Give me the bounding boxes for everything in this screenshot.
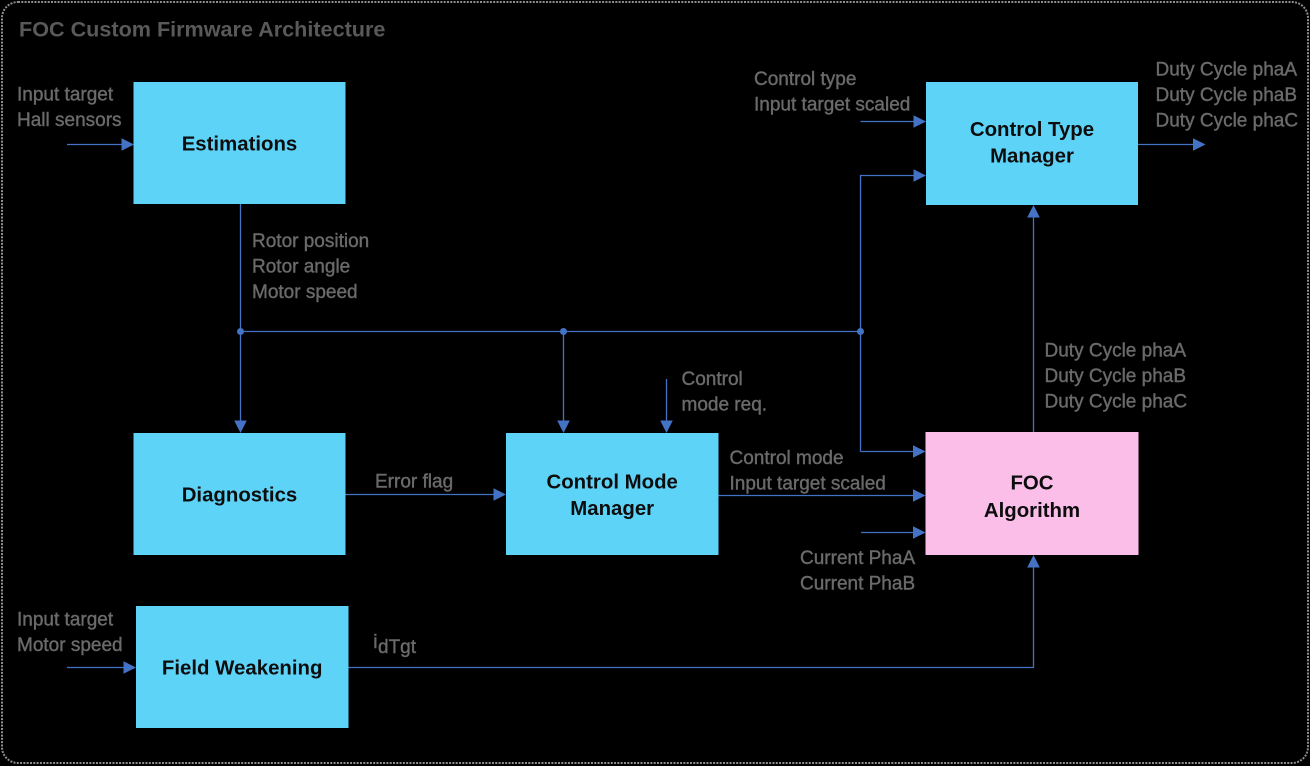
svg-text:i: i — [373, 632, 377, 653]
svg-text:Rotor angle: Rotor angle — [252, 256, 350, 277]
svg-text:Control Mode: Control Mode — [547, 472, 678, 494]
svg-text:Manager: Manager — [570, 498, 654, 520]
svg-text:Control Type: Control Type — [970, 119, 1094, 141]
svg-text:Current PhaB: Current PhaB — [800, 573, 915, 594]
svg-text:Input target: Input target — [17, 610, 114, 631]
svg-text:Duty Cycle phaB: Duty Cycle phaB — [1045, 366, 1187, 387]
svg-text:Rotor position: Rotor position — [252, 231, 369, 252]
svg-text:Field Weakening: Field Weakening — [162, 658, 323, 680]
svg-text:mode req.: mode req. — [682, 395, 768, 416]
svg-text:Manager: Manager — [990, 146, 1074, 168]
svg-text:Duty Cycle phaC: Duty Cycle phaC — [1156, 110, 1299, 131]
svg-text:Input target scaled: Input target scaled — [730, 473, 886, 494]
svg-text:Hall sensors: Hall sensors — [17, 110, 122, 131]
svg-text:Duty Cycle phaB: Duty Cycle phaB — [1156, 85, 1298, 106]
svg-text:Error flag: Error flag — [375, 472, 453, 493]
svg-text:Current PhaA: Current PhaA — [800, 548, 915, 569]
svg-text:Input target: Input target — [17, 84, 114, 105]
svg-text:Control: Control — [682, 369, 743, 390]
svg-text:FOC Custom Firmware Architectu: FOC Custom Firmware Architecture — [19, 17, 385, 42]
svg-text:Duty Cycle phaC: Duty Cycle phaC — [1045, 391, 1188, 412]
svg-text:Motor speed: Motor speed — [252, 282, 358, 303]
svg-text:Control type: Control type — [754, 69, 856, 90]
svg-text:Control mode: Control mode — [730, 448, 844, 469]
svg-text:Duty Cycle phaA: Duty Cycle phaA — [1156, 59, 1298, 80]
svg-text:Diagnostics: Diagnostics — [182, 485, 298, 507]
svg-text:Duty Cycle phaA: Duty Cycle phaA — [1045, 340, 1187, 361]
svg-text:Algorithm: Algorithm — [984, 500, 1080, 522]
svg-text:Input target scaled: Input target scaled — [754, 95, 910, 116]
svg-text:Motor speed: Motor speed — [17, 635, 123, 656]
svg-text:dTgt: dTgt — [378, 637, 417, 658]
svg-text:FOC: FOC — [1010, 473, 1053, 495]
svg-text:Estimations: Estimations — [182, 134, 298, 156]
